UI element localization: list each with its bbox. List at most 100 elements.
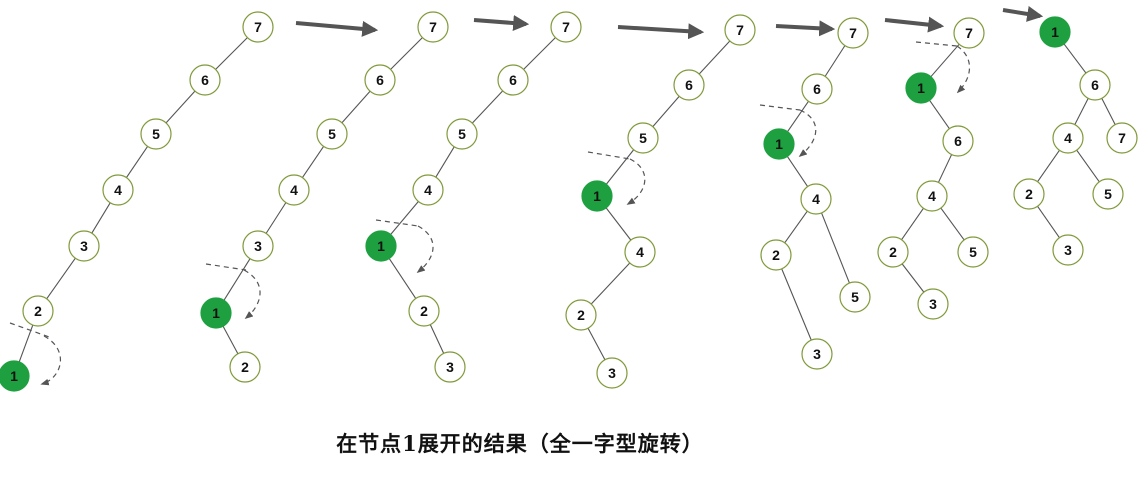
node-label: 4 bbox=[928, 188, 936, 204]
tree-edge bbox=[698, 40, 731, 75]
node-label: 7 bbox=[736, 22, 744, 38]
node-circle bbox=[724, 14, 756, 46]
highlighted-tree-node: 1 bbox=[1039, 16, 1071, 48]
tree-edge bbox=[125, 146, 149, 178]
node-label: 7 bbox=[562, 19, 570, 35]
node-circle bbox=[565, 299, 597, 331]
node-circle bbox=[242, 11, 274, 43]
node-label: 6 bbox=[201, 72, 209, 88]
tree-edge bbox=[91, 202, 111, 234]
rotation-arrow-icon bbox=[626, 158, 646, 205]
node-circle bbox=[1052, 234, 1084, 266]
node-label: 4 bbox=[290, 182, 298, 198]
tree-node: 6 bbox=[497, 64, 529, 96]
node-label: 7 bbox=[254, 19, 262, 35]
tree-edge bbox=[930, 43, 960, 78]
node-circle bbox=[0, 360, 30, 392]
tree-edge bbox=[901, 207, 924, 241]
step-arrow-3 bbox=[617, 23, 705, 40]
node-label: 5 bbox=[969, 244, 977, 260]
node-circle bbox=[673, 69, 705, 101]
tree-node: 3 bbox=[596, 357, 628, 389]
node-circle bbox=[953, 17, 985, 49]
node-label: 3 bbox=[813, 346, 821, 362]
node-circle bbox=[917, 288, 949, 320]
node-label: 3 bbox=[80, 238, 88, 254]
rotation-arrow-icon bbox=[956, 45, 971, 94]
tree-edge bbox=[215, 37, 248, 70]
node-circle bbox=[434, 351, 466, 383]
tree-node: 7 bbox=[417, 11, 449, 43]
node-label: 1 bbox=[377, 238, 385, 254]
dashed-line bbox=[759, 104, 801, 111]
node-circle bbox=[801, 338, 833, 370]
tree-edge bbox=[821, 212, 850, 284]
tree-edge bbox=[784, 210, 808, 244]
node-circle bbox=[800, 183, 832, 215]
tree-edge bbox=[1101, 98, 1116, 125]
tree-node: 3 bbox=[801, 338, 833, 370]
node-circle bbox=[417, 11, 449, 43]
step-arrows bbox=[295, 6, 1044, 40]
node-label: 6 bbox=[685, 77, 693, 93]
tree-edge bbox=[937, 154, 953, 183]
tree-node: 6 bbox=[942, 125, 974, 157]
tree-edge bbox=[590, 262, 631, 305]
node-label: 3 bbox=[446, 359, 454, 375]
step-arrow-5 bbox=[884, 16, 945, 33]
node-circle bbox=[763, 128, 795, 160]
node-circle bbox=[1092, 178, 1124, 210]
tree-node: 7 bbox=[242, 11, 274, 43]
tree-node: 2 bbox=[408, 295, 440, 327]
dashed-line bbox=[375, 219, 419, 227]
node-label: 4 bbox=[636, 244, 644, 260]
node-circle bbox=[22, 295, 54, 327]
node-circle bbox=[1079, 69, 1111, 101]
node-circle bbox=[200, 297, 232, 329]
tree-node: 6 bbox=[1079, 69, 1111, 101]
rotation-indicator bbox=[205, 263, 261, 320]
tree-node: 6 bbox=[364, 64, 396, 96]
node-circle bbox=[229, 351, 261, 383]
node-circle bbox=[242, 230, 274, 262]
node-label: 3 bbox=[1064, 242, 1072, 258]
node-circle bbox=[364, 64, 396, 96]
tree-edge bbox=[1037, 149, 1060, 183]
tree-node: 6 bbox=[801, 73, 833, 105]
node-label: 4 bbox=[1064, 130, 1072, 146]
tree-node: 4 bbox=[1052, 122, 1084, 154]
tree-node: 5 bbox=[839, 281, 871, 313]
tree-edge bbox=[265, 202, 287, 234]
tree-edge bbox=[1074, 98, 1089, 125]
trees: 7654321765431276541237651423761425371642… bbox=[0, 11, 1138, 392]
tree-edge bbox=[940, 207, 965, 241]
step-arrow-1 bbox=[295, 20, 379, 37]
tree-edge bbox=[390, 201, 419, 235]
tree-node: 5 bbox=[957, 236, 989, 268]
node-label: 1 bbox=[10, 368, 18, 384]
node-label: 3 bbox=[254, 238, 262, 254]
node-label: 7 bbox=[965, 25, 973, 41]
tree-node: 5 bbox=[627, 122, 659, 154]
node-label: 1 bbox=[775, 136, 783, 152]
node-label: 4 bbox=[424, 182, 432, 198]
tree-node: 2 bbox=[760, 239, 792, 271]
tree-edge bbox=[46, 257, 76, 300]
node-label: 6 bbox=[1091, 77, 1099, 93]
node-circle bbox=[801, 73, 833, 105]
node-label: 7 bbox=[1118, 130, 1126, 146]
rotation-indicator bbox=[9, 322, 62, 386]
tree-edge bbox=[787, 101, 809, 132]
tree-node: 7 bbox=[837, 17, 869, 49]
tree-node: 4 bbox=[916, 180, 948, 212]
tree-edge bbox=[786, 156, 809, 187]
tree-edge bbox=[929, 99, 950, 130]
highlighted-tree-node: 1 bbox=[200, 297, 232, 329]
tree-edge bbox=[781, 268, 812, 341]
node-circle bbox=[627, 122, 659, 154]
